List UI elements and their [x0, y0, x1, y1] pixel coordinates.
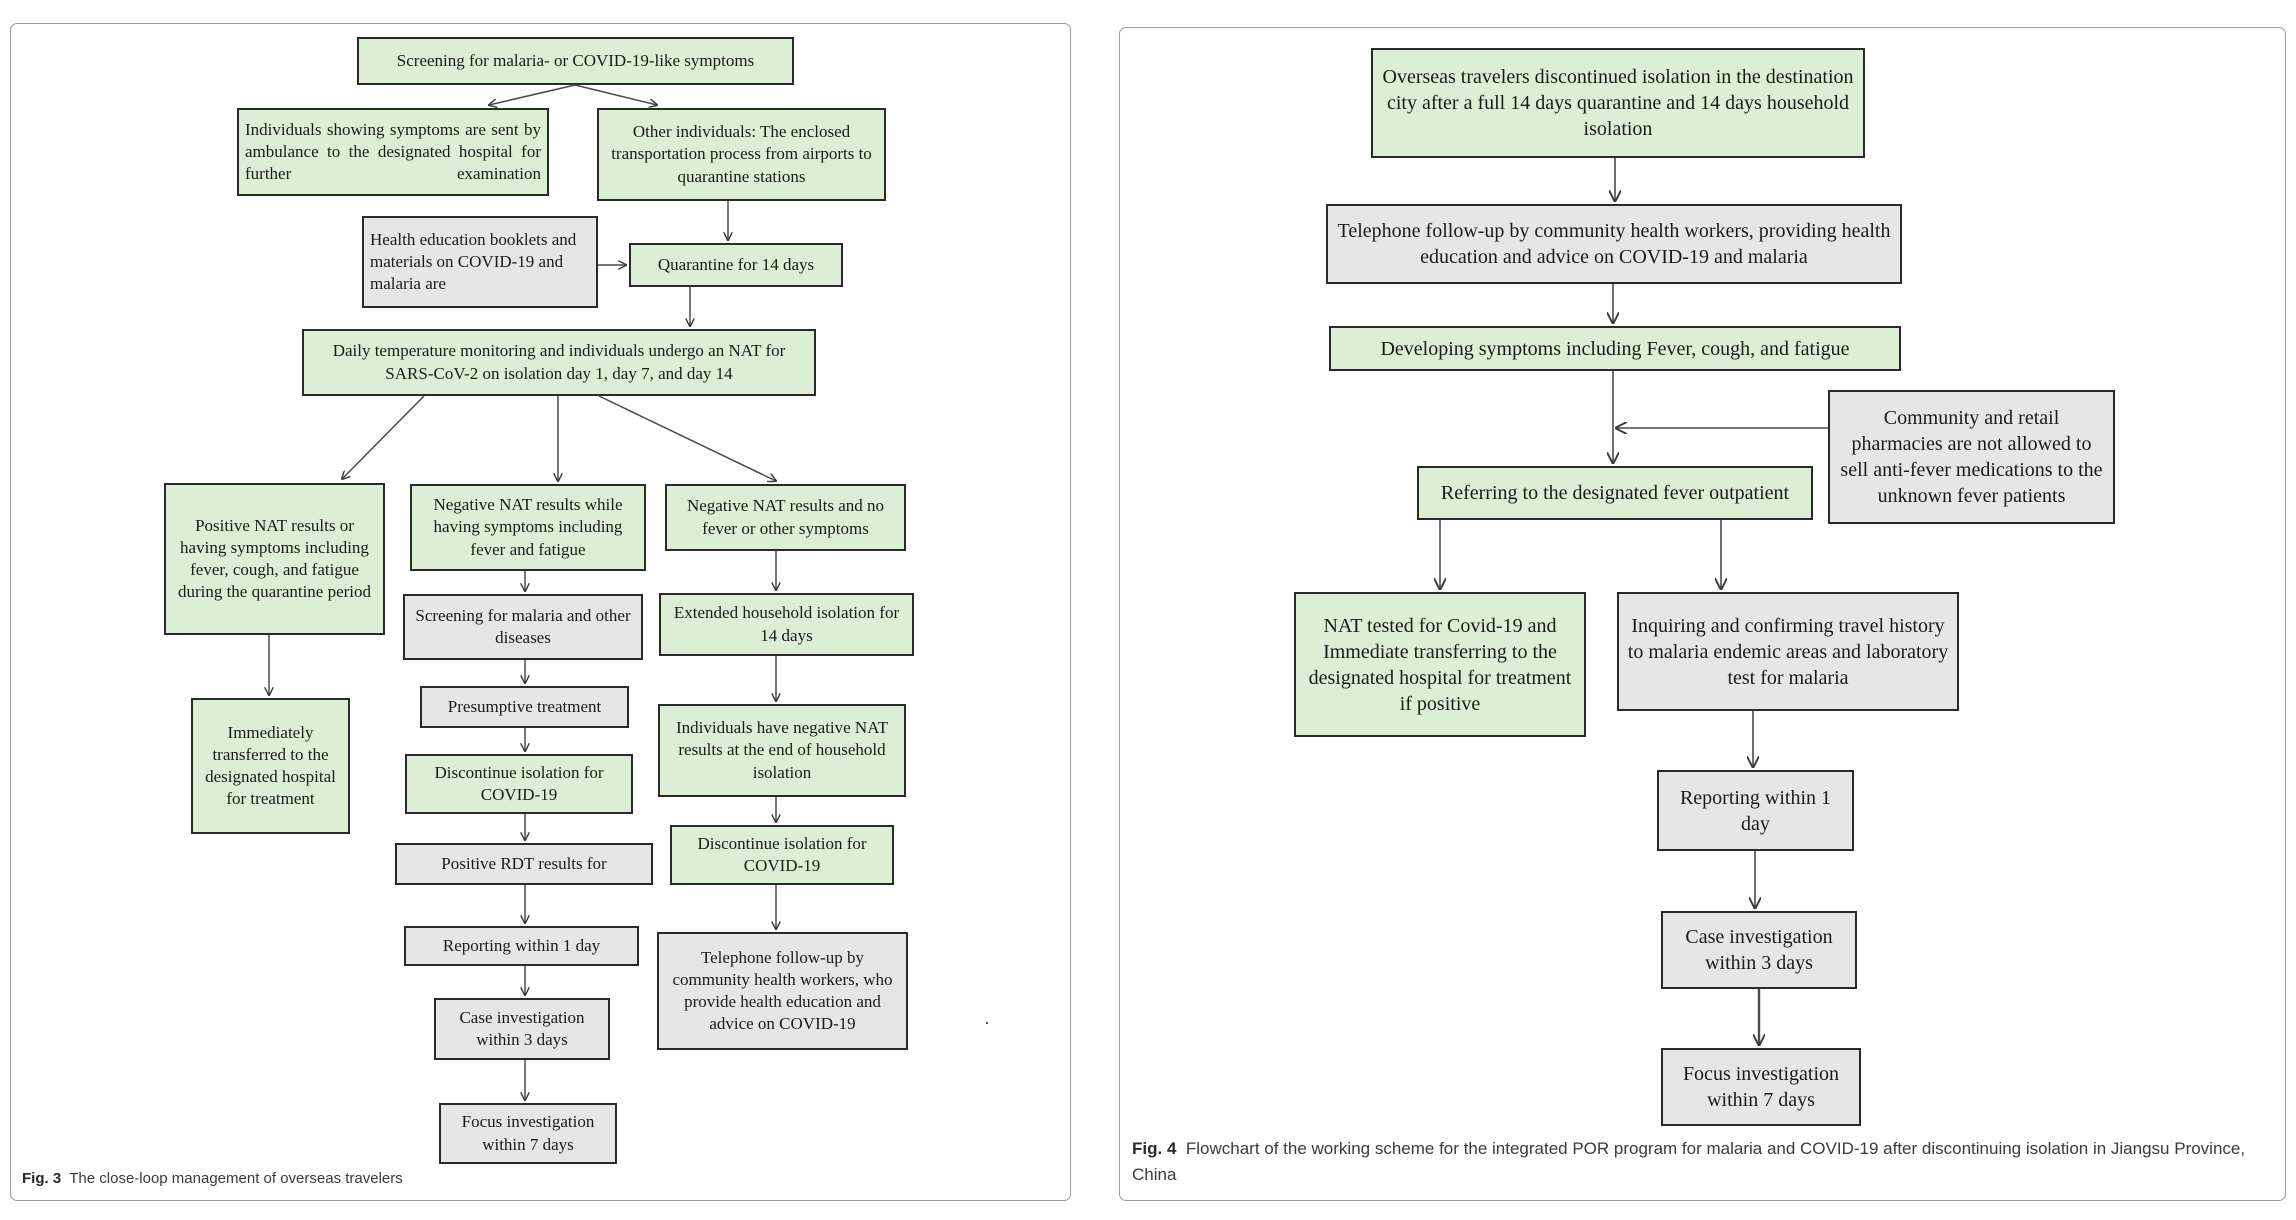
node-discontinued-isolation: Overseas travelers discontinued isolatio…	[1371, 48, 1865, 158]
node-discontinue-isolation-right: Discontinue isolation for COVID-19	[670, 825, 894, 885]
node-screening-malaria: Screening for malaria and other diseases	[403, 594, 643, 660]
node-quarantine-14-days: Quarantine for 14 days	[629, 243, 843, 287]
figure-4-caption: Fig. 4 Flowchart of the working scheme f…	[1132, 1136, 2280, 1189]
figure-4-caption-text: Flowchart of the working scheme for the …	[1132, 1139, 2246, 1185]
node-extended-isolation: Extended household isolation for 14 days	[659, 593, 914, 656]
stray-dot	[986, 1022, 988, 1024]
node-negative-with-symptoms: Negative NAT results while having sympto…	[410, 484, 646, 571]
node-positive-rdt: Positive RDT results for	[395, 843, 653, 885]
figure-3-caption: Fig. 3 The close-loop management of over…	[22, 1170, 403, 1187]
node-discontinue-isolation-mid: Discontinue isolation for COVID-19	[405, 754, 633, 814]
node-nat-tested: NAT tested for Covid-19 and Immediate tr…	[1294, 592, 1586, 737]
node-case-investigation-4: Case investigation within 3 days	[1661, 911, 1857, 989]
node-focus-investigation: Focus investigation within 7 days	[439, 1103, 617, 1164]
node-pharmacies-restriction: Community and retail pharmacies are not …	[1828, 390, 2115, 524]
figure-3-caption-text: The close-loop management of overseas tr…	[69, 1170, 403, 1187]
node-negative-end-isolation: Individuals have negative NAT results at…	[658, 704, 906, 797]
node-negative-no-fever: Negative NAT results and no fever or oth…	[665, 484, 906, 551]
node-focus-investigation-4: Focus investigation within 7 days	[1661, 1048, 1861, 1126]
node-screening-symptoms: Screening for malaria- or COVID-19-like …	[357, 37, 794, 85]
node-referring-fever-outpatient: Referring to the designated fever outpat…	[1417, 466, 1813, 520]
node-health-education-booklets: Health education booklets and materials …	[362, 216, 598, 308]
node-positive-nat: Positive NAT results or having symptoms …	[164, 483, 385, 635]
node-reporting-1-day: Reporting within 1 day	[404, 926, 639, 966]
node-symptomatic-individuals: Individuals showing symptoms are sent by…	[237, 108, 549, 196]
node-reporting-1-day-4: Reporting within 1 day	[1657, 770, 1854, 851]
node-case-investigation: Case investigation within 3 days	[434, 998, 610, 1060]
node-telephone-follow-up-4: Telephone follow-up by community health …	[1326, 204, 1902, 284]
figure-3-caption-label: Fig. 3	[22, 1170, 62, 1187]
figure-4-caption-label: Fig. 4	[1132, 1139, 1177, 1158]
node-developing-symptoms: Developing symptoms including Fever, cou…	[1329, 326, 1901, 371]
node-daily-monitoring: Daily temperature monitoring and individ…	[302, 329, 816, 396]
node-telephone-follow-up: Telephone follow-up by community health …	[657, 932, 908, 1050]
node-other-individuals: Other individuals: The enclosed transpor…	[597, 108, 886, 201]
node-presumptive-treatment: Presumptive treatment	[420, 686, 629, 728]
node-transferred-hospital: Immediately transferred to the designate…	[191, 698, 350, 834]
node-inquiring-travel-history: Inquiring and confirming travel history …	[1617, 592, 1959, 711]
